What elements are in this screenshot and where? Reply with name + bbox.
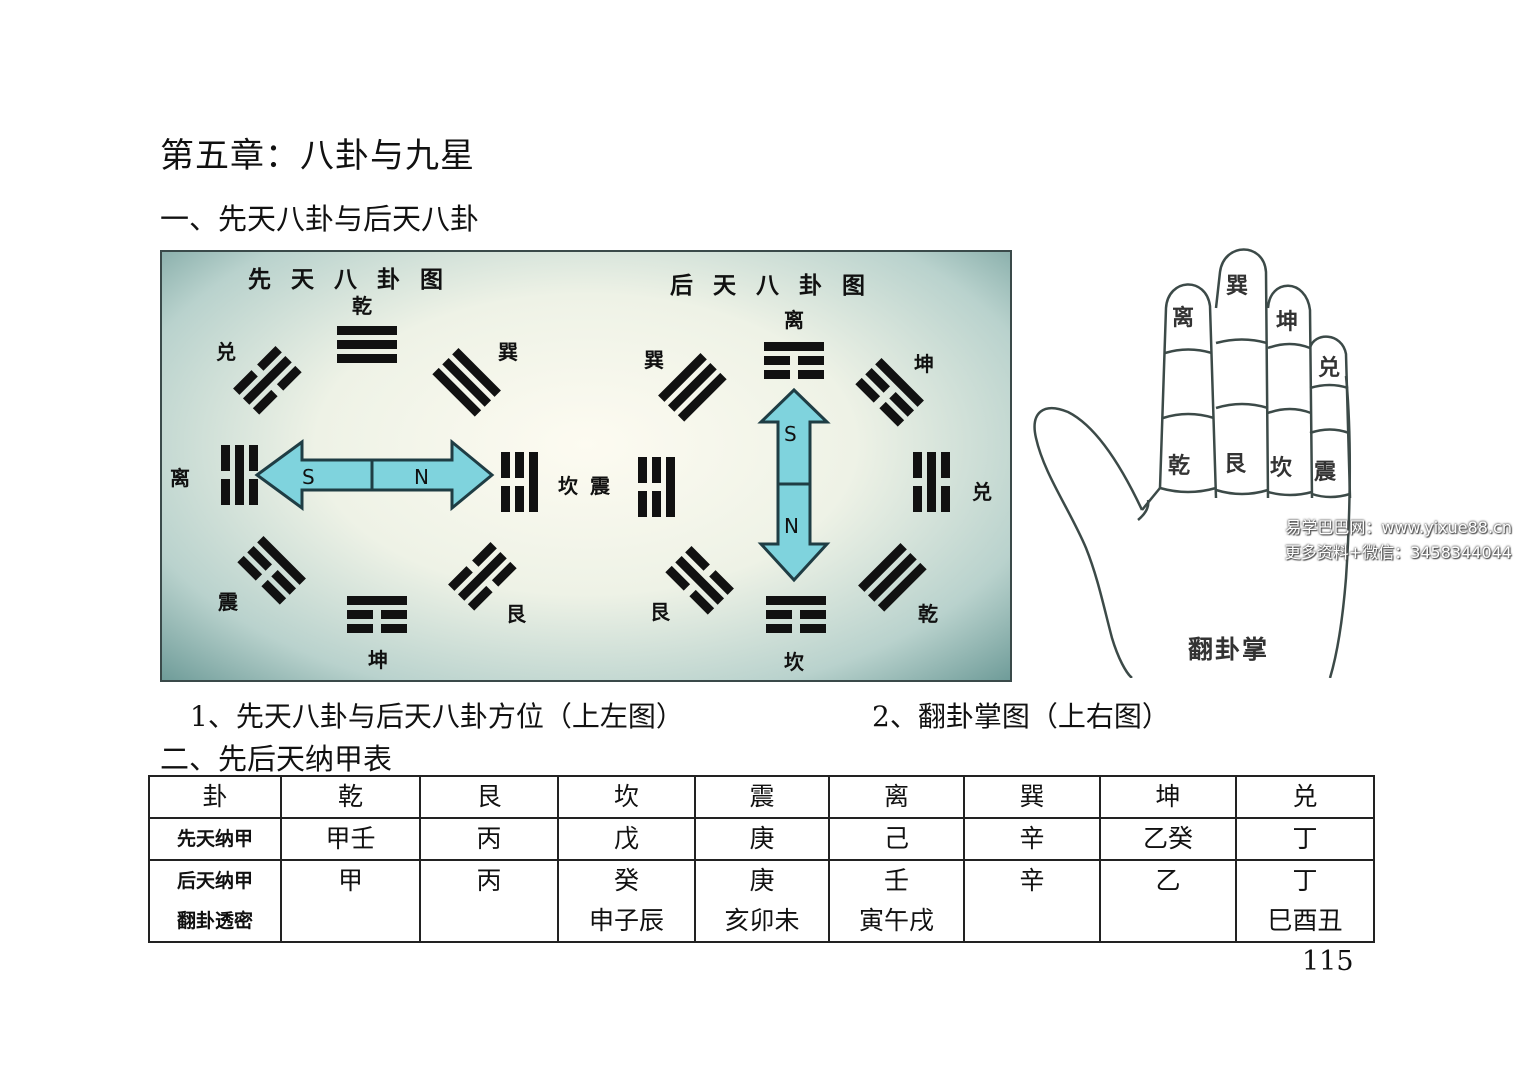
table-header-cell: 巽 [963,775,1101,819]
table-cell: 甲壬 [280,817,421,861]
xt-li-trigram [221,445,258,505]
hand-label-zhen: 震 [1314,460,1337,485]
table-cell: 丙 [419,859,559,943]
ht-label-dui: 兑 [972,480,992,504]
table-cell: 丁巳酉丑 [1235,859,1375,943]
table-cell: 丁 [1235,817,1375,861]
hand-label-kan: 坎 [1270,456,1293,481]
section-title-1: 一、先天八卦与后天八卦 [160,202,480,236]
ht-qian-trigram [858,543,927,612]
ht-label-kan: 坎 [784,650,804,674]
najia-table: 卦 乾 艮 坎 震 离 巽 坤 兑 先天纳甲 甲壬 丙 戊 庚 己 辛 乙癸 丁… [148,775,1375,943]
table-header-cell: 艮 [419,775,559,819]
table-cell: 辛 [963,859,1101,943]
xt-label-xun: 巽 [498,340,518,364]
xt-label-li: 离 [170,466,190,490]
chapter-title: 第五章：八卦与九星 [160,136,475,176]
xt-label-zhen: 震 [218,590,238,614]
hand-label-gen: 艮 [1224,452,1247,477]
caption-right: 2、翻卦掌图（上右图） [872,700,1170,733]
ht-arrow-s: S [784,422,797,446]
ht-dui-trigram [913,452,950,512]
ht-title: 后天八卦图 [670,273,885,299]
hand-label-dui: 兑 [1318,356,1341,381]
table-header-cell: 兑 [1235,775,1375,819]
table-header-cell: 坎 [557,775,696,819]
xt-label-kan: 坎 [558,474,578,498]
bagua-diagram-graphics [221,326,950,633]
watermark: 易学巴巴网：www.yixue88.cn 更多资料+微信：3458344044 [1285,515,1512,565]
hand-label-qian: 乾 [1168,454,1191,479]
table-cell: 乙 [1099,859,1237,943]
ht-label-kun: 坤 [914,352,934,376]
hand-outline [1033,248,1352,678]
ht-label-xun: 巽 [644,348,664,372]
table-cell: 乙癸 [1099,817,1237,861]
table-row-xiantian: 先天纳甲 甲壬 丙 戊 庚 己 辛 乙癸 丁 [148,817,1375,861]
table-row-head: 先天纳甲 [148,817,282,861]
ht-label-li: 离 [784,308,804,332]
section-title-2: 二、先后天纳甲表 [160,742,393,776]
ht-li-trigram [764,342,824,379]
table-cell: 甲 [280,859,421,943]
table-cell: 壬寅午戌 [828,859,965,943]
hand-label-xun: 巽 [1226,274,1249,299]
table-cell: 庚 [694,817,830,861]
watermark-line-1: 易学巴巴网：www.yixue88.cn [1285,518,1512,537]
xt-zhen-trigram [237,536,306,605]
xt-arrow [254,438,495,512]
ht-label-zhen: 震 [590,474,610,498]
xt-qian-trigram [337,326,397,363]
ht-zhen-trigram [638,457,675,517]
xt-kun-trigram [347,596,407,633]
hand-label-kun: 坤 [1276,310,1299,335]
xt-label-dui: 兑 [216,340,236,364]
caption-left: 1、先天八卦与后天八卦方位（上左图） [190,700,684,733]
xt-label-kun: 坤 [368,648,388,672]
bagua-diagram: 先天八卦图 乾 兑 巽 离 坎 震 艮 坤 S N 后天八卦图 离 巽 坤 震 … [160,250,1012,682]
table-header-cell: 离 [828,775,965,819]
row-head-houtian: 后天纳甲 [176,870,253,892]
xt-kan-trigram [501,452,538,512]
table-row-head: 后天纳甲 翻卦透密 [148,859,282,943]
table-cell: 庚亥卯未 [694,859,830,943]
table-cell: 丙 [419,817,559,861]
hand-title: 翻卦掌 [1188,635,1270,664]
hand-label-li: 离 [1172,306,1195,331]
ht-label-qian: 乾 [918,602,938,626]
xt-dui-trigram [233,346,302,415]
row-head-fangua: 翻卦透密 [176,910,253,932]
table-header-cell: 坤 [1099,775,1237,819]
watermark-line-2: 更多资料+微信：3458344044 [1284,543,1512,562]
table-header-cell: 卦 [148,775,282,819]
table-cell: 己 [828,817,965,861]
table-header-row: 卦 乾 艮 坎 震 离 巽 坤 兑 [148,775,1375,819]
table-header-cell: 震 [694,775,830,819]
xt-xun-trigram [432,348,501,417]
page-number: 115 [1302,946,1354,977]
fangua-hand-diagram: 离 巽 坤 兑 乾 艮 坎 震 翻卦掌 [1030,248,1370,678]
ht-label-gen: 艮 [650,600,670,624]
table-row-houtian: 后天纳甲 翻卦透密 甲 丙 癸申子辰 庚亥卯未 壬寅午戌 辛 乙 丁巳酉丑 [148,859,1375,943]
xt-title: 先天八卦图 [248,267,463,293]
ht-kan-trigram [766,596,826,633]
xt-arrow-n: N [414,465,429,489]
ht-arrow-n: N [784,514,799,538]
xt-label-gen: 艮 [506,602,526,626]
table-cell: 辛 [963,817,1101,861]
ht-gen-trigram [665,546,734,615]
table-cell: 癸申子辰 [557,859,696,943]
xt-label-qian: 乾 [352,294,372,318]
table-header-cell: 乾 [280,775,421,819]
xt-arrow-s: S [302,465,315,489]
ht-xun-trigram [658,353,727,422]
table-cell: 戊 [557,817,696,861]
